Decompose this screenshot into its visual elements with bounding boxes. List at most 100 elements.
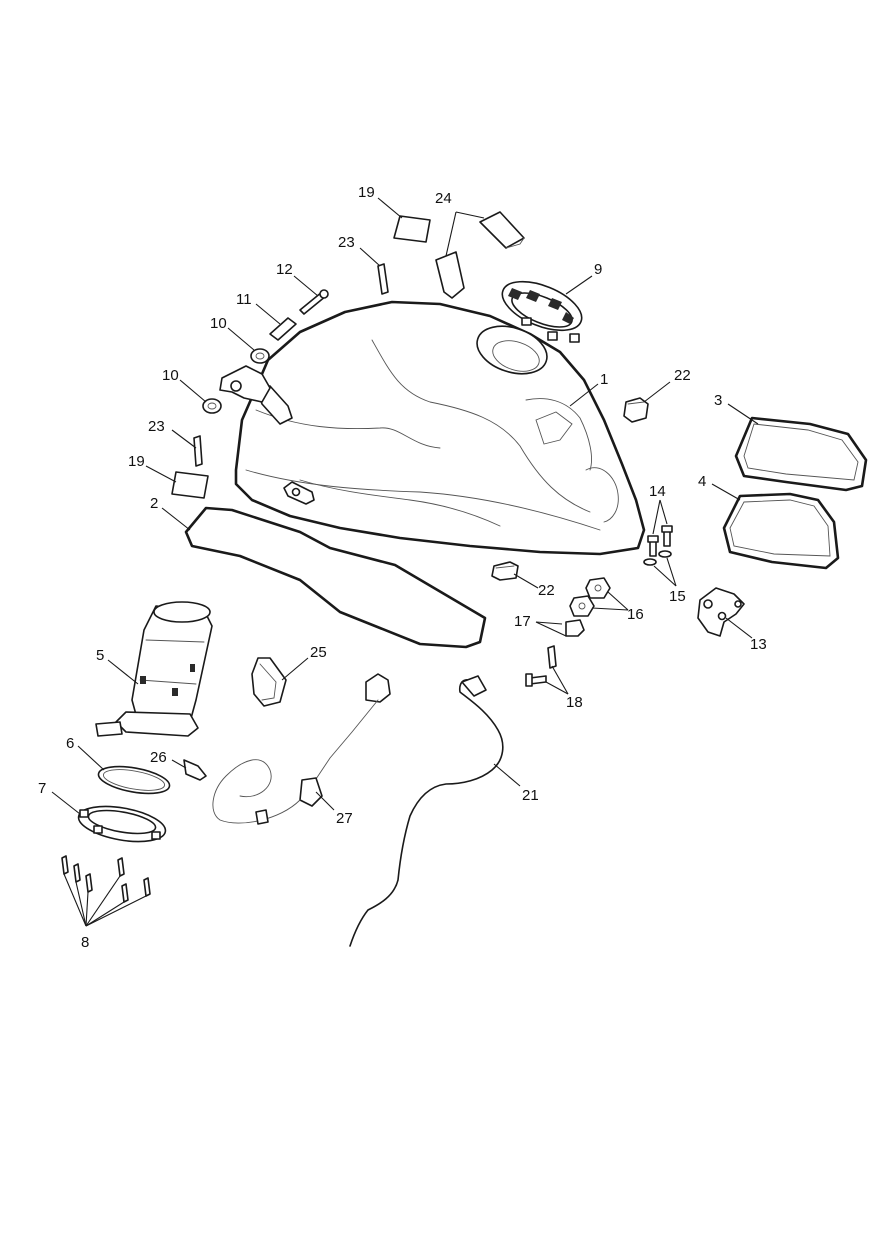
leader-8c [85,891,89,927]
callout-19-upper: 19 [358,184,375,201]
leader-23a [359,247,381,267]
part-24-pad-right [479,211,525,249]
callout-2: 2 [150,495,158,512]
leader-16b [591,607,629,611]
part-1-fuel-tank [234,300,646,556]
callout-21: 21 [522,787,539,804]
leader-17a [535,621,563,625]
callout-13: 13 [750,636,767,653]
leader-16a [607,591,629,611]
callout-4: 4 [698,473,706,490]
leader-22b [513,573,539,589]
leader-12 [293,275,319,297]
part-19-pad-upper [393,215,431,243]
part-19-pad-lower [171,471,209,499]
part-18-bolts [525,645,557,687]
part-27-fuel-level-sender [212,673,391,825]
callout-8: 8 [81,934,89,951]
callout-3: 3 [714,392,722,409]
part-26-connector [183,759,207,781]
leader-24-bar [455,211,485,219]
leader-19b [145,465,177,483]
part-24-pad-left [435,251,465,299]
part-4-pad [722,492,840,570]
callout-7: 7 [38,780,46,797]
callout-22-lower: 22 [538,582,555,599]
leader-8f [85,895,147,927]
part-9-filler-ring [501,280,583,343]
leader-9 [565,275,593,295]
callout-10-lower: 10 [162,367,179,384]
leader-13 [725,617,753,639]
part-8-screws [61,855,151,903]
leader-23b [171,429,197,449]
callout-5: 5 [96,647,104,664]
callout-23-upper: 23 [338,234,355,251]
callout-24: 24 [435,190,452,207]
leader-10b [179,379,207,403]
part-22-rubber-block-lower [491,561,519,581]
callout-27: 27 [336,810,353,827]
leader-21 [493,763,521,787]
part-5-fuel-pump [95,601,213,737]
leader-6 [77,745,105,771]
callout-11: 11 [236,291,252,308]
part-14-bolts [647,525,673,557]
callout-18: 18 [566,694,583,711]
callout-9: 9 [594,261,602,278]
callout-15: 15 [669,588,686,605]
leader-14a [652,499,661,535]
part-17-spacer [565,619,585,637]
part-23-strip-lower [193,435,203,467]
leader-10a [227,327,255,351]
callout-25: 25 [310,644,327,661]
part-13-bracket [697,587,745,637]
leader-11 [255,303,281,325]
leader-26 [171,759,187,769]
leader-2 [161,507,191,531]
callout-19-lower: 19 [128,453,145,470]
part-15-washers [643,550,672,566]
part-25-clip [251,657,287,707]
part-23-strip-upper [377,263,389,295]
leader-15a [653,565,677,587]
leader-8e [85,901,125,927]
callout-1: 1 [600,371,608,388]
callout-10-upper: 10 [210,315,227,332]
part-12-pin [299,289,329,315]
part-10-bush-lower [202,398,222,414]
leader-8d [85,875,121,927]
part-6-o-ring [97,765,171,795]
leader-3 [727,403,759,425]
part-2-seal-strip [184,506,487,649]
part-10-bush-upper [250,348,270,364]
callout-16: 16 [627,606,644,623]
leader-18b [545,681,569,695]
callout-14: 14 [649,483,666,500]
part-16-grommets [569,577,611,617]
leader-24-down [445,211,457,257]
leader-4 [711,483,741,501]
callout-17: 17 [514,613,531,630]
leader-14b [659,499,668,525]
part-11-sleeve [269,317,297,341]
leader-8a [63,873,87,927]
leader-27 [315,791,335,811]
callout-6: 6 [66,735,74,752]
callout-23-lower: 23 [148,418,165,435]
hinge-bracket [219,365,271,403]
leader-18a [551,665,569,695]
leader-1 [569,383,599,407]
leader-5 [107,659,139,685]
leader-7 [51,791,81,815]
leader-17b [535,621,567,637]
callout-22-upper: 22 [674,367,691,384]
leader-22a [643,381,671,403]
leader-25 [281,657,309,681]
callout-12: 12 [276,261,293,278]
part-21-breather-pipe [349,679,504,947]
leader-19a [377,197,403,219]
part-3-pad [734,416,868,492]
leader-15b [666,557,677,587]
